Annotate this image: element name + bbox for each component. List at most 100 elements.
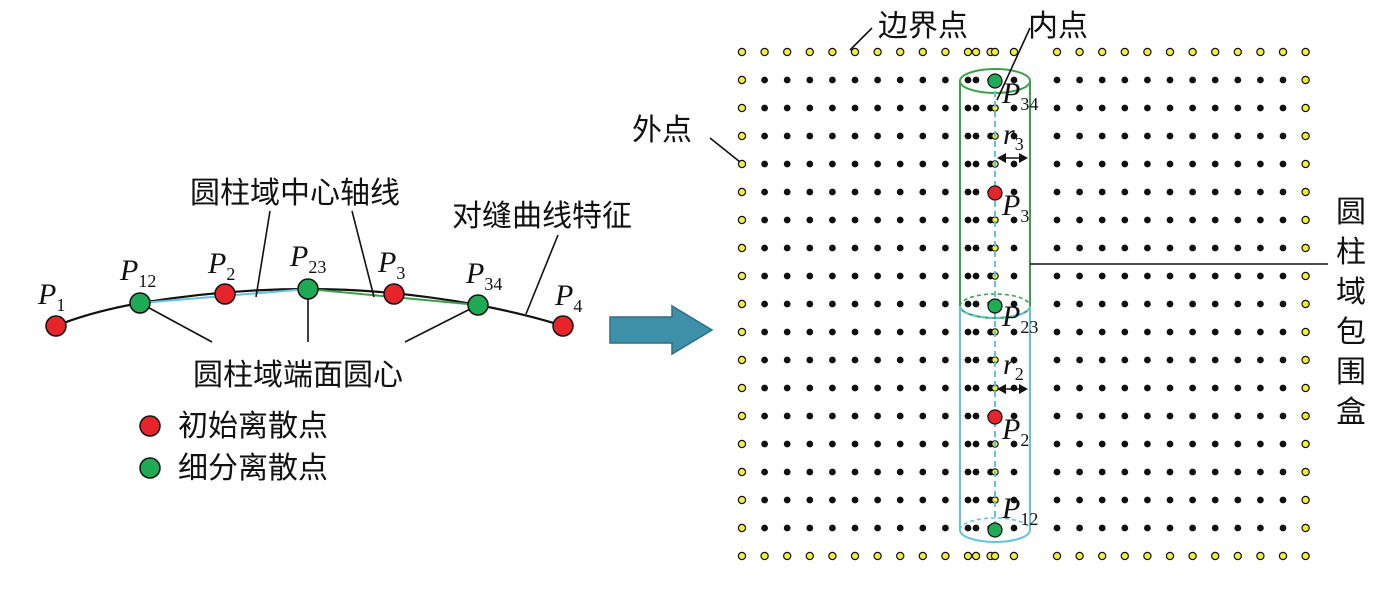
outer-point — [761, 216, 768, 224]
outer-point — [761, 272, 768, 280]
outer-point — [942, 160, 949, 168]
boundary-point — [737, 383, 747, 393]
outer-point — [964, 440, 972, 448]
leader-inner — [996, 27, 1031, 101]
outer-point — [1234, 496, 1242, 504]
outer-point — [1053, 216, 1061, 224]
outer-point — [851, 412, 859, 420]
outer-point — [942, 216, 949, 224]
outer-point — [1257, 356, 1264, 364]
outer-point — [874, 188, 881, 196]
outer-point — [874, 132, 881, 140]
outer-point — [1076, 356, 1083, 364]
boundary-point — [1075, 551, 1084, 561]
boundary-point — [1188, 551, 1197, 561]
outer-point — [1166, 524, 1174, 532]
outer-point — [1234, 76, 1242, 84]
outer-point — [942, 104, 949, 112]
outer-point — [874, 244, 881, 252]
outer-point — [1144, 328, 1151, 336]
outer-point — [1121, 440, 1129, 448]
outer-point — [972, 216, 980, 224]
cylinder-upper — [959, 68, 1031, 319]
outer-point — [896, 76, 904, 84]
outer-point — [1234, 440, 1242, 448]
outer-point — [874, 412, 881, 420]
outer-point — [1279, 412, 1287, 420]
outer-point — [1076, 300, 1083, 308]
outer-point — [919, 384, 927, 392]
outer-point — [1211, 412, 1219, 420]
outer-point — [783, 216, 791, 224]
outer-point — [942, 496, 949, 504]
outer-point — [1098, 160, 1106, 168]
boundary-point — [850, 47, 860, 57]
outer-point — [964, 216, 972, 224]
outer-point — [1211, 272, 1219, 280]
outer-point — [1144, 300, 1151, 308]
boundary-point — [918, 47, 928, 57]
boundary-point — [737, 467, 747, 477]
outer-point — [806, 132, 814, 140]
outer-point — [829, 132, 836, 140]
boundary-point — [1278, 551, 1288, 561]
grid-label-P2: P2 — [1001, 413, 1029, 450]
boundary-point — [1210, 551, 1220, 561]
outer-point — [1166, 356, 1174, 364]
outer-point — [1098, 272, 1106, 280]
outer-point — [1257, 468, 1264, 476]
outer-point — [1098, 524, 1106, 532]
boundary-point — [1301, 103, 1310, 113]
outer-point — [1279, 132, 1287, 140]
outer-point — [896, 216, 904, 224]
outer-point — [783, 76, 791, 84]
legend-label-initial: 初始离散点 — [178, 409, 328, 444]
boundary-point — [1165, 47, 1175, 57]
outer-point — [1053, 524, 1061, 532]
outer-point — [1144, 524, 1151, 532]
outer-point — [761, 524, 768, 532]
boundary-point — [737, 131, 747, 141]
grid-label-P3: P3 — [1001, 189, 1029, 226]
outer-point — [874, 160, 881, 168]
outer-point — [874, 384, 881, 392]
boundary-point — [850, 551, 860, 561]
label-bbox-char-5: 围 — [1336, 355, 1366, 390]
outer-point — [1053, 356, 1061, 364]
outer-point — [1189, 104, 1196, 112]
cylinder-lower — [959, 305, 1031, 543]
boundary-point — [828, 551, 837, 561]
outer-point — [851, 244, 859, 252]
outer-point — [1144, 216, 1151, 224]
outer-point — [806, 272, 814, 280]
label-bbox-char-1: 圆 — [1336, 195, 1366, 230]
outer-point — [1189, 496, 1196, 504]
boundary-point — [1301, 355, 1310, 365]
outer-point — [1166, 412, 1174, 420]
outer-point — [783, 468, 791, 476]
outer-point — [1144, 132, 1151, 140]
outer-point — [1189, 216, 1196, 224]
outer-point — [874, 272, 881, 280]
outer-point — [761, 244, 768, 252]
outer-point — [1053, 188, 1061, 196]
label-P1: P1 — [37, 278, 65, 315]
outer-point — [896, 272, 904, 280]
boundary-point — [1301, 47, 1310, 57]
outer-point — [1098, 356, 1106, 364]
label-outer: 外点 — [632, 113, 692, 148]
outer-point — [1053, 104, 1061, 112]
boundary-point — [1009, 47, 1019, 57]
boundary-point — [737, 187, 747, 197]
boundary-point — [737, 215, 747, 225]
outer-point — [919, 244, 927, 252]
outer-point — [806, 384, 814, 392]
outer-point — [1234, 328, 1242, 336]
outer-point — [783, 272, 791, 280]
outer-point — [896, 468, 904, 476]
outer-point — [783, 300, 791, 308]
outer-point — [1211, 160, 1219, 168]
outer-point — [1279, 104, 1287, 112]
boundary-point — [737, 299, 747, 309]
outer-point — [1121, 524, 1129, 532]
